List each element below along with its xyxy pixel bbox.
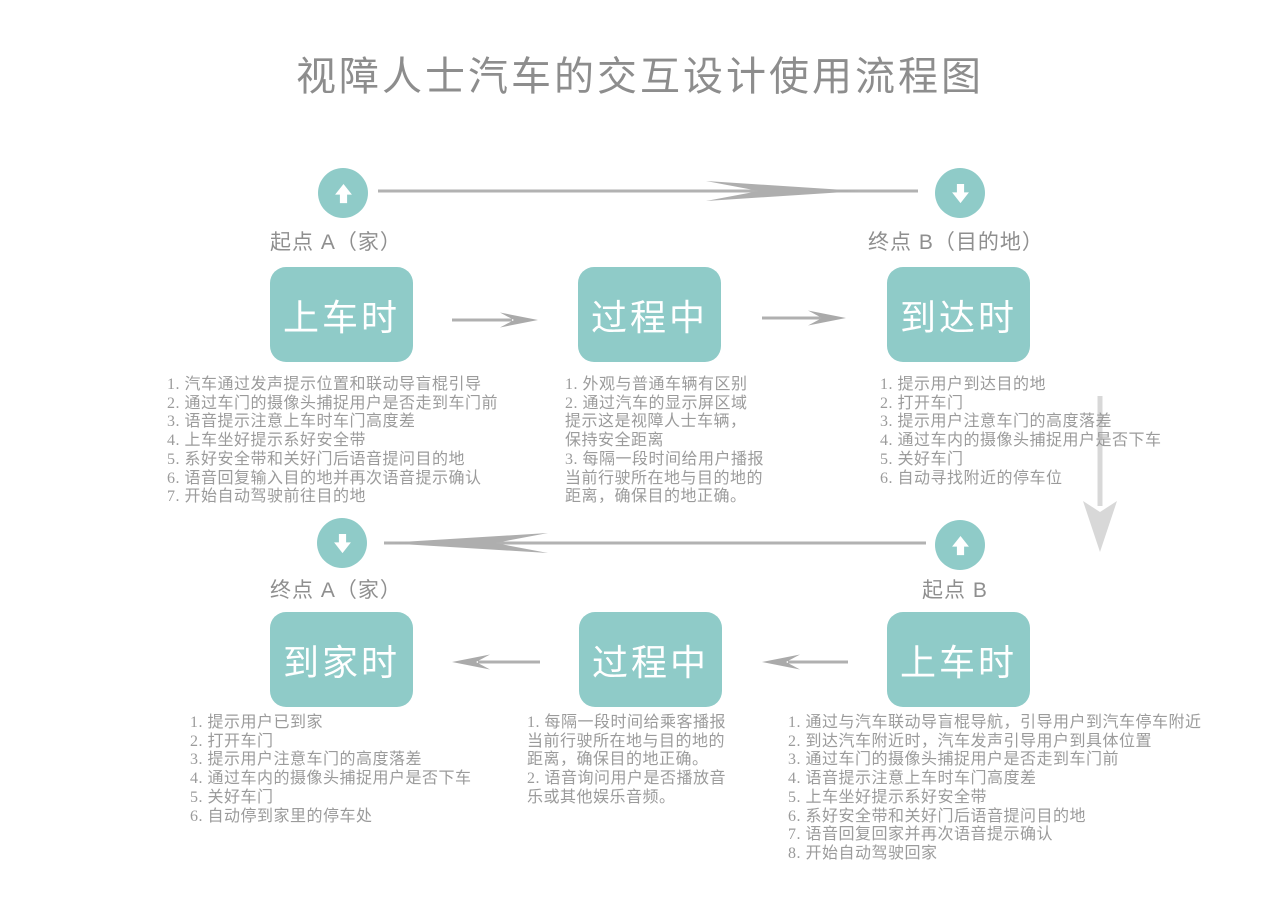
stage-box-label: 过程中 [590, 296, 708, 338]
stage-box-boarding-back: 上车时 [887, 612, 1030, 707]
stage-box-label: 到家时 [282, 641, 400, 683]
down-arrow-icon [951, 183, 969, 203]
stage-box-label: 到达时 [899, 296, 1017, 338]
steps-process-back: 1. 每隔一段时间给乘客播报当前行驶所在地与目的地的距离，确保目的地正确。2. … [527, 714, 727, 806]
arrow-boarding-to-process-out [452, 312, 538, 328]
stage-box-home-back: 到家时 [270, 612, 413, 707]
trip-out-origin-node [318, 168, 368, 218]
arrow-process-to-home-back [452, 654, 540, 670]
stage-box-process-back: 过程中 [579, 612, 722, 707]
stage-box-boarding-out: 上车时 [270, 267, 413, 362]
destination-b-label: 终点 B（目的地） [868, 231, 1044, 254]
arrow-boarding-to-process-back [762, 654, 848, 670]
stage-box-label: 过程中 [591, 641, 709, 683]
stage-box-arrival-out: 到达时 [887, 267, 1030, 362]
trip-back-destination-node [317, 518, 367, 568]
up-arrow-icon [951, 535, 969, 555]
up-arrow-icon [334, 183, 352, 203]
origin-a-label: 起点 A（家） [270, 231, 402, 254]
arrow-origin-b-to-dest-a [384, 533, 926, 553]
destination-a-label: 终点 A（家） [270, 579, 402, 602]
page-title: 视障人士汽车的交互设计使用流程图 [296, 54, 984, 99]
trip-back-origin-node [935, 520, 985, 570]
down-arrow-icon [333, 533, 351, 553]
origin-b-label: 起点 B [922, 579, 988, 602]
trip-out-destination-node [935, 168, 985, 218]
stage-box-label: 上车时 [282, 296, 400, 338]
arrow-process-to-arrival-out [762, 310, 846, 326]
arrow-origin-a-to-dest-b [378, 181, 918, 201]
stage-box-label: 上车时 [899, 641, 1017, 683]
stage-box-process-out: 过程中 [578, 267, 721, 362]
